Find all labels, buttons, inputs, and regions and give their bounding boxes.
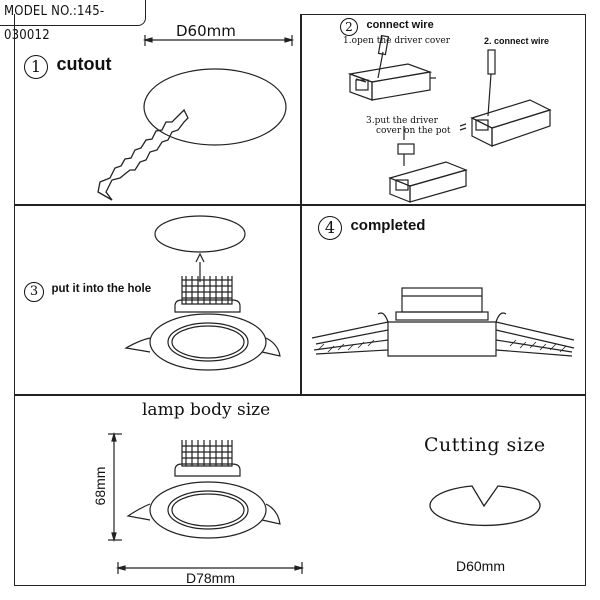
step3-text-line1: 3.put the driver bbox=[366, 116, 438, 126]
dimension-line-width bbox=[115, 562, 305, 574]
panel-cutout bbox=[14, 14, 302, 206]
ceiling-hole-shape bbox=[143, 68, 287, 146]
lamp-body-size-title: lamp body size bbox=[142, 400, 271, 420]
driver-cover-part bbox=[397, 126, 415, 166]
installed-downlight bbox=[311, 287, 575, 357]
dimension-line-height bbox=[108, 431, 122, 543]
panel1-heading: 1 cutout bbox=[24, 54, 111, 79]
ceiling-hole-shape-2 bbox=[154, 215, 246, 253]
driver-box-1 bbox=[347, 63, 436, 101]
panel-put-into-hole bbox=[14, 204, 302, 396]
screwdriver-1 bbox=[377, 34, 390, 79]
saw-icon bbox=[97, 108, 189, 201]
height-dimension: 68mm bbox=[92, 466, 108, 506]
panel4-heading: 4 completed bbox=[318, 216, 425, 240]
downlight-3 bbox=[124, 252, 281, 371]
cutting-dimension: D60mm bbox=[456, 558, 506, 574]
step-number-1: 1 bbox=[24, 55, 48, 79]
width-dimension: D78mm bbox=[186, 570, 236, 586]
panel1-dimension: D60mm bbox=[176, 22, 236, 40]
panel-connect-wire bbox=[300, 14, 586, 206]
cutting-size-title: Cutting size bbox=[424, 434, 546, 456]
panel3-title: put it into the hole bbox=[51, 283, 152, 295]
dimension-line-cutout bbox=[142, 35, 295, 46]
step1-text: 1.open the driver cover bbox=[343, 36, 451, 46]
panel1-title: cutout bbox=[56, 54, 112, 74]
driver-box-3 bbox=[388, 161, 468, 203]
panel2-heading: 2 connect wire bbox=[340, 18, 434, 36]
step3-text-line2: cover on the pot bbox=[376, 126, 451, 136]
step2-text: 2. connect wire bbox=[484, 36, 550, 46]
panel2-title: connect wire bbox=[366, 19, 434, 31]
model-number: MODEL NO.:145-030012 bbox=[0, 0, 146, 43]
step-number-4: 4 bbox=[318, 216, 342, 240]
cutting-size-shape bbox=[429, 485, 541, 527]
panel4-title: completed bbox=[350, 217, 426, 234]
panel-completed bbox=[300, 204, 586, 396]
step-number-2: 2 bbox=[340, 18, 358, 36]
step-number-3: 3 bbox=[24, 282, 44, 302]
downlight-5 bbox=[126, 440, 281, 539]
driver-box-2 bbox=[459, 99, 552, 147]
screwdriver-2 bbox=[487, 49, 496, 117]
panel-sizes bbox=[14, 394, 586, 586]
panel3-heading: 3 put it into the hole bbox=[24, 282, 151, 302]
